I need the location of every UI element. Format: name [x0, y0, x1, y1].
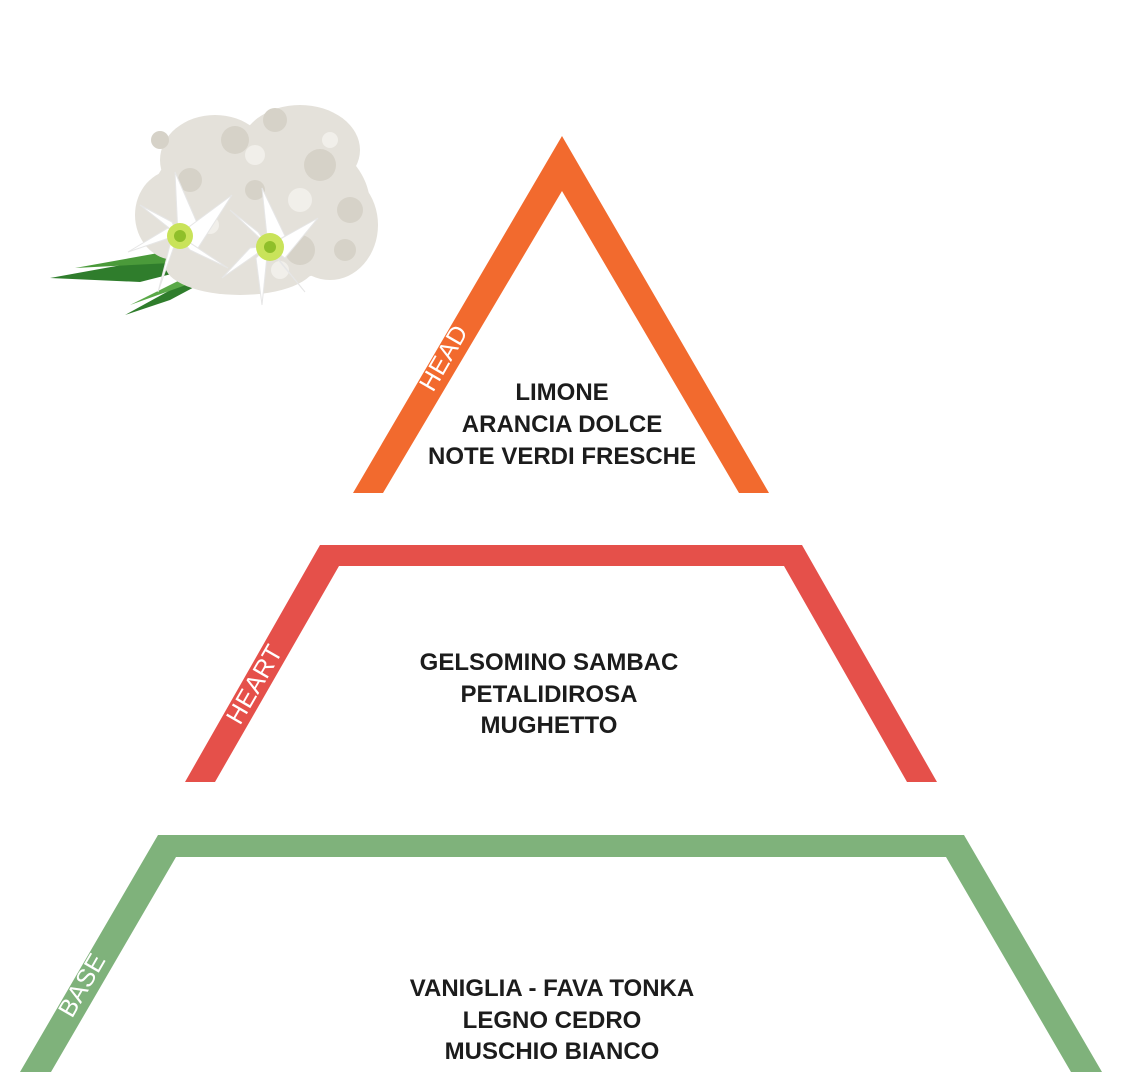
- tier-head-note: NOTE VERDI FRESCHE: [428, 443, 696, 470]
- tier-heart: HEART GELSOMINO SAMBAC PETALIDIROSA MUGH…: [185, 545, 937, 782]
- tier-head-note: ARANCIA DOLCE: [462, 411, 662, 438]
- tier-base-note: VANIGLIA - FAVA TONKA: [410, 975, 694, 1002]
- tier-head-frame: [353, 136, 769, 493]
- tier-head-note: LIMONE: [515, 379, 608, 406]
- flower-illustration: [50, 105, 378, 315]
- tier-base-frame: [20, 835, 1102, 1072]
- tier-base-label: BASE: [53, 949, 112, 1022]
- tier-base-note: LEGNO CEDRO: [463, 1007, 642, 1034]
- tier-head-label: HEAD: [414, 320, 474, 396]
- tier-base-note: MUSCHIO BIANCO: [445, 1038, 660, 1065]
- tier-heart-note: MUGHETTO: [481, 712, 618, 739]
- tier-base: BASE VANIGLIA - FAVA TONKA LEGNO CEDRO M…: [20, 835, 1102, 1072]
- tier-head: HEAD LIMONE ARANCIA DOLCE NOTE VERDI FRE…: [353, 136, 769, 493]
- tier-heart-label: HEART: [221, 640, 289, 729]
- tier-heart-note: PETALIDIROSA: [461, 681, 638, 708]
- tier-heart-note: GELSOMINO SAMBAC: [420, 649, 679, 676]
